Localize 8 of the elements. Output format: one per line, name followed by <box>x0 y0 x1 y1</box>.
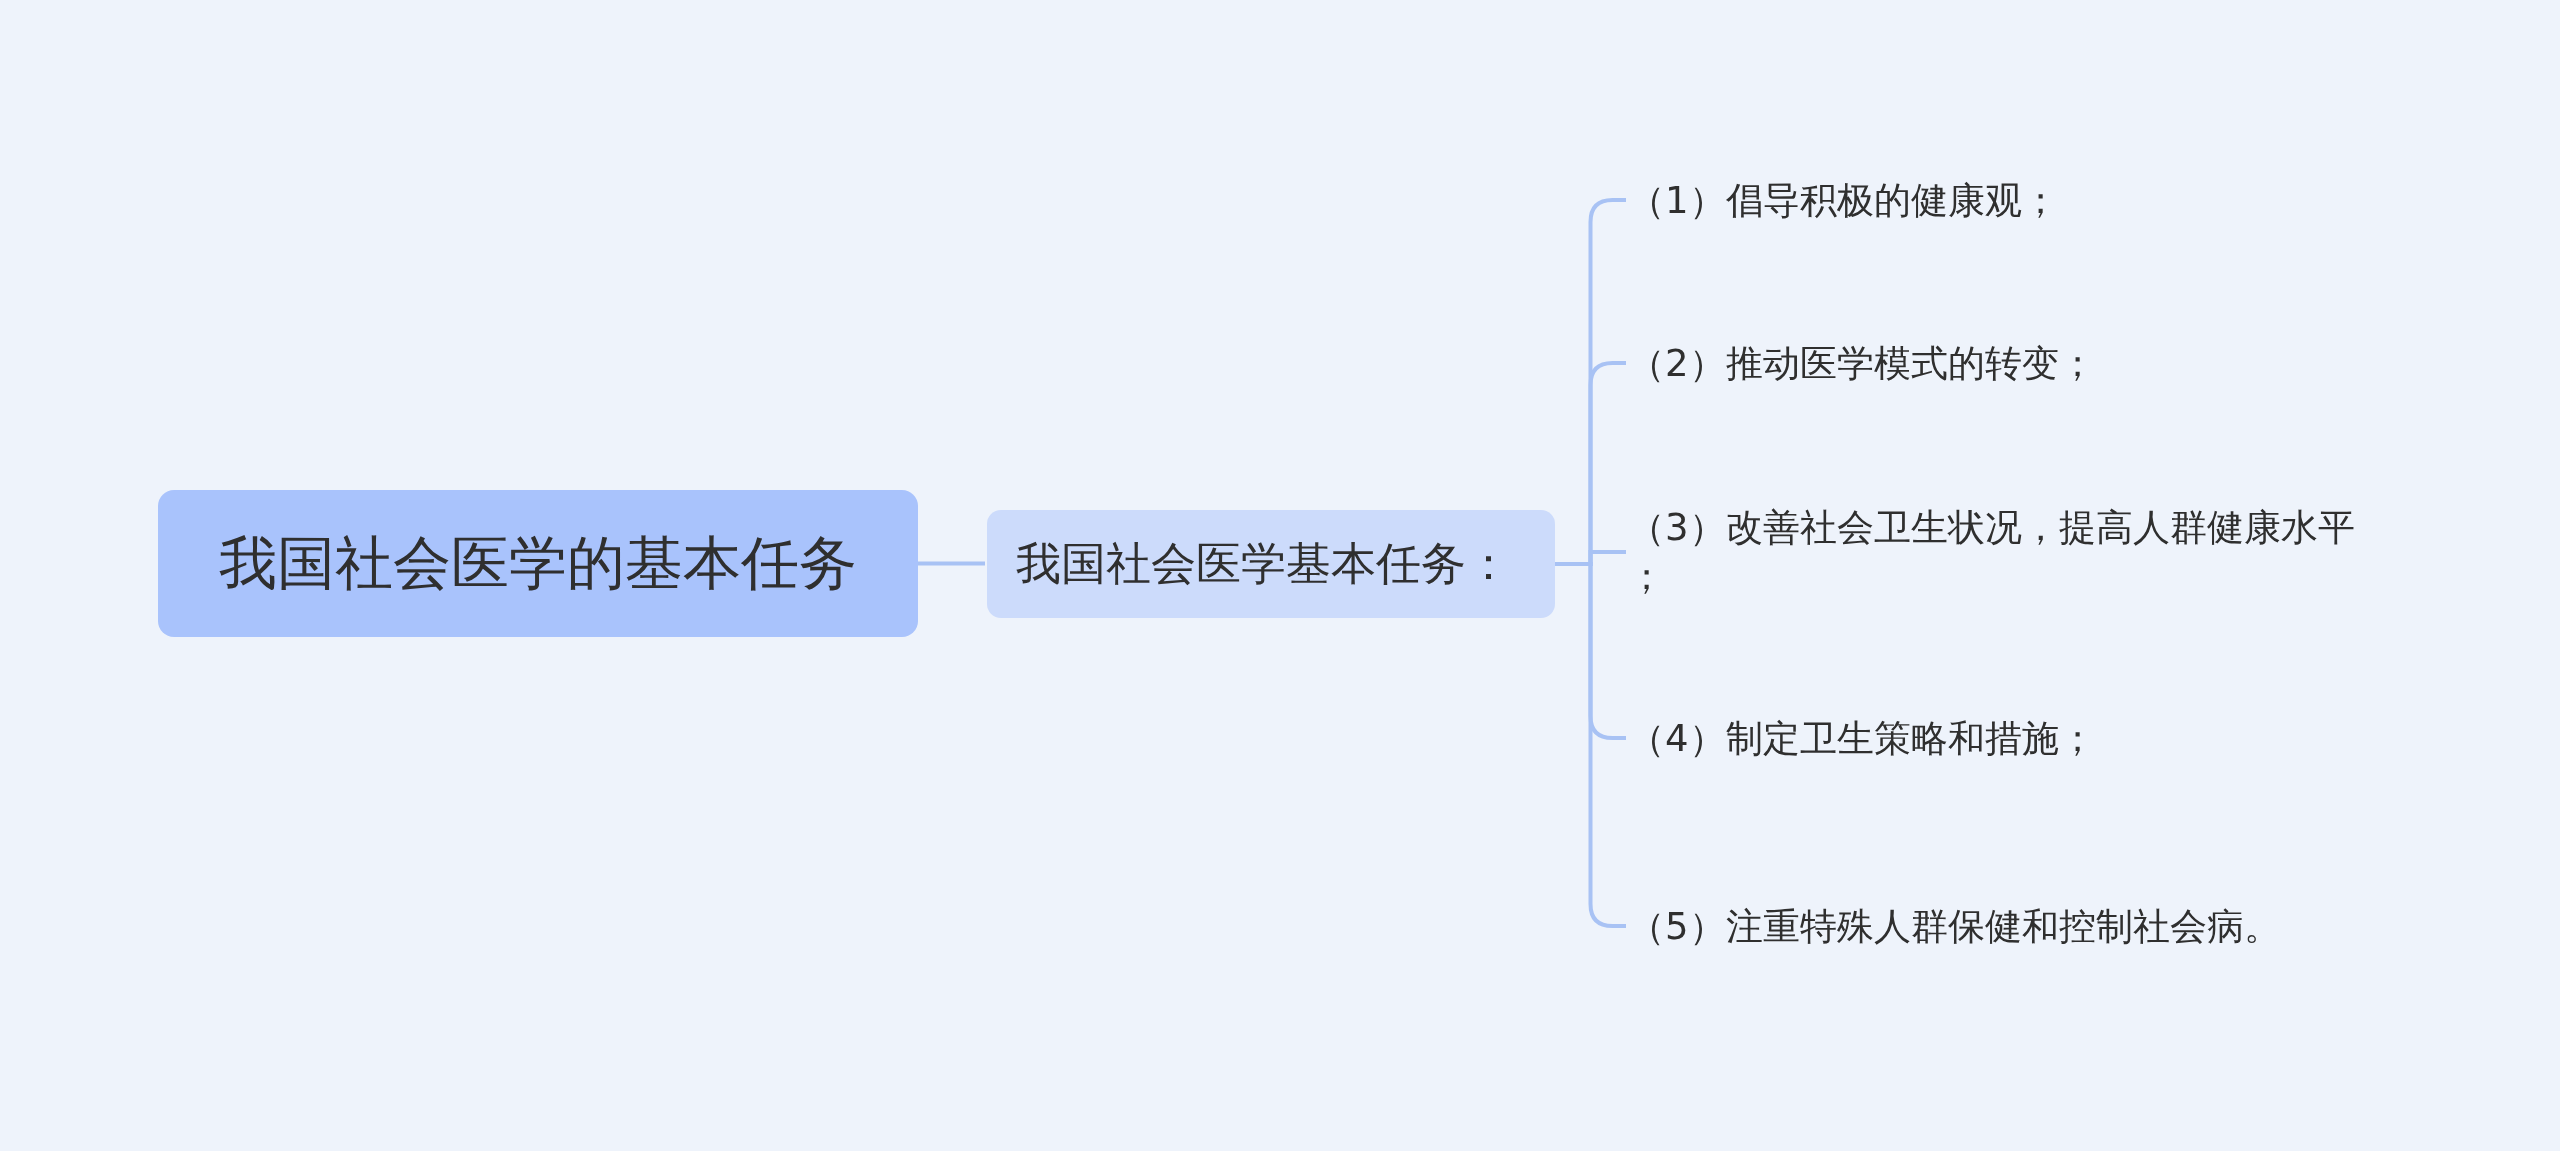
leaf-text: （4）制定卫生策略和措施； <box>1628 713 2096 763</box>
connector-line <box>918 561 985 566</box>
subtopic-box: 我国社会医学基本任务： <box>987 510 1555 618</box>
topic-box: 我国社会医学的基本任务 <box>158 490 918 637</box>
leaf-text: （2）推动医学模式的转变； <box>1628 338 2096 388</box>
leaf-text: （5）注重特殊人群保健和控制社会病。 <box>1628 901 2281 951</box>
leaf-text: （1）倡导积极的健康观； <box>1628 175 2059 225</box>
leaf-text: （3）改善社会卫生状况，提高人群健康水平； <box>1628 503 2373 601</box>
